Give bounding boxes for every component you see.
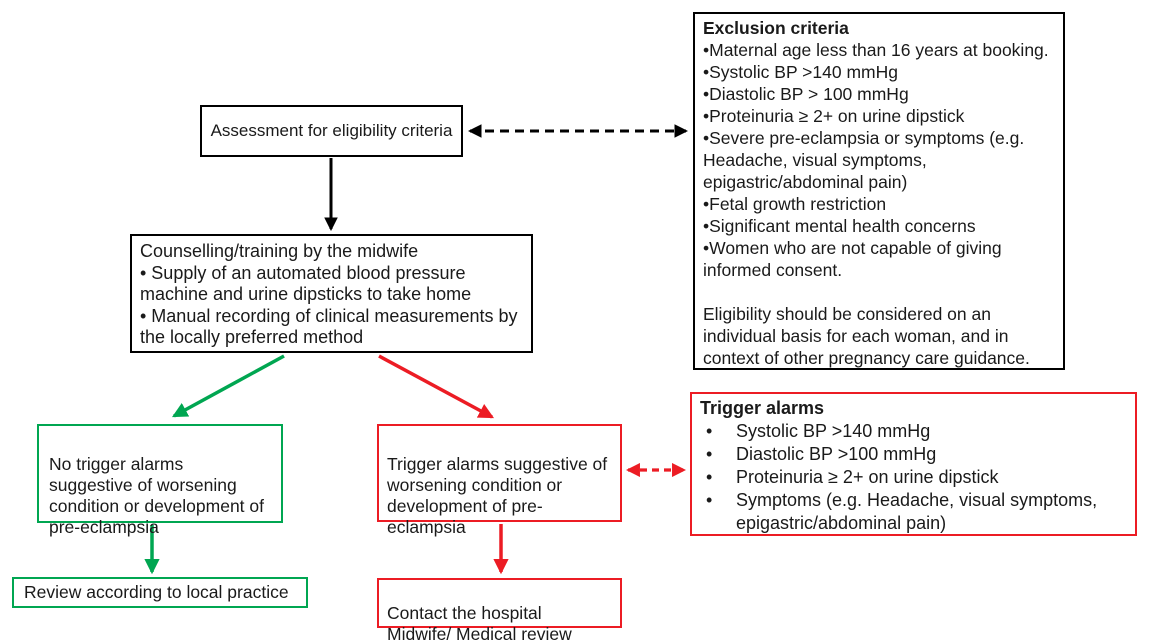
exclusion-item: •Women who are not capable of giving inf… — [703, 238, 1002, 280]
assessment-box: Assessment for eligibility criteria — [200, 105, 463, 157]
exclusion-item: •Fetal growth restriction — [703, 194, 887, 214]
review-text: Review according to local practice — [24, 582, 289, 602]
bullet-icon: • — [706, 467, 713, 487]
bullet-icon: • — [706, 490, 713, 510]
trigger-alarms-title: Trigger alarms — [700, 398, 825, 418]
exclusion-title: Exclusion criteria — [703, 18, 849, 38]
trigger-alarm-item: • Symptoms (e.g. Headache, visual sympto… — [700, 489, 1125, 535]
counselling-line: • Manual recording of clinical measureme… — [140, 305, 518, 348]
contact-hospital-box: Contact the hospital Midwife/ Medical re… — [377, 578, 622, 644]
arrow-counselling-trigger — [378, 354, 495, 419]
trigger-alarm-item-text: Diastolic BP >100 mmHg — [736, 444, 937, 464]
counselling-line: Counselling/training by the midwife — [140, 241, 419, 261]
no-trigger-alarms-box: No trigger alarms suggestive of worsenin… — [37, 424, 283, 537]
trigger-alarms-text: Trigger alarms suggestive of worsening c… — [387, 454, 608, 537]
exclusion-note: Eligibility should be considered on an i… — [703, 304, 1030, 368]
trigger-alarms-box: Trigger alarms suggestive of worsening c… — [377, 424, 622, 537]
review-box: Review according to local practice — [12, 577, 308, 608]
trigger-alarm-item: • Proteinuria ≥ 2+ on urine dipstick — [700, 466, 1125, 489]
exclusion-item: •Proteinuria ≥ 2+ on urine dipstick — [703, 106, 965, 126]
trigger-alarm-item-text: Proteinuria ≥ 2+ on urine dipstick — [736, 467, 999, 487]
arrow-counselling-no-trigger — [171, 354, 285, 418]
assessment-text: Assessment for eligibility criteria — [210, 121, 453, 141]
no-trigger-alarms-text: No trigger alarms suggestive of worsenin… — [49, 454, 264, 537]
trigger-alarms-detail-box: Trigger alarms • Systolic BP >140 mmHg •… — [690, 392, 1137, 536]
contact-hospital-text: Contact the hospital Midwife/ Medical re… — [387, 603, 572, 644]
trigger-alarm-item: • Diastolic BP >100 mmHg — [700, 443, 1125, 466]
trigger-alarm-item: • Systolic BP >140 mmHg — [700, 420, 1125, 443]
bullet-icon: • — [706, 421, 713, 441]
trigger-alarm-item-text: Systolic BP >140 mmHg — [736, 421, 931, 441]
exclusion-item: •Diastolic BP > 100 mmHg — [703, 84, 909, 104]
counselling-line: • Supply of an automated blood pressure … — [140, 262, 472, 305]
trigger-alarm-item-text: Symptoms (e.g. Headache, visual symptoms… — [736, 490, 1098, 533]
exclusion-items: •Maternal age less than 16 years at book… — [703, 39, 1053, 281]
exclusion-item: •Systolic BP >140 mmHg — [703, 62, 898, 82]
exclusion-item: •Severe pre-eclampsia or symptoms (e.g. … — [703, 128, 1025, 192]
exclusion-criteria-box: Exclusion criteria •Maternal age less th… — [693, 12, 1065, 370]
exclusion-item: •Significant mental health concerns — [703, 216, 976, 236]
bullet-icon: • — [706, 444, 713, 464]
exclusion-item: •Maternal age less than 16 years at book… — [703, 40, 1049, 60]
trigger-alarms-list: • Systolic BP >140 mmHg • Diastolic BP >… — [700, 420, 1125, 535]
counselling-box: Counselling/training by the midwife• Sup… — [130, 234, 533, 353]
